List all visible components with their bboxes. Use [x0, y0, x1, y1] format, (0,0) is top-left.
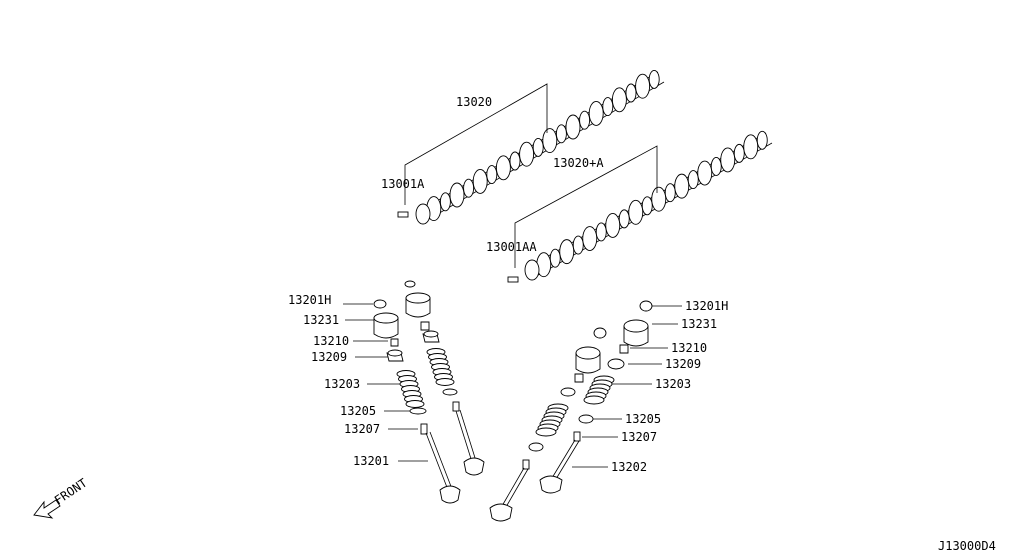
label-13205-left: 13205 [340, 404, 376, 418]
label-13231-right: 13231 [681, 317, 717, 331]
leader-lines [343, 83, 682, 468]
cam-lobe [618, 209, 630, 229]
cam-lobe [579, 110, 591, 130]
cam-lobe [635, 73, 651, 99]
label-13020: 13020 [456, 95, 492, 109]
left-valve-stack [373, 299, 461, 504]
cam-lobe [625, 83, 637, 103]
label-13202: 13202 [611, 460, 647, 474]
cam-lobe [756, 130, 768, 150]
label-13020-A: 13020+A [553, 156, 604, 170]
cam-lobe [439, 192, 451, 212]
cam-lobe [495, 155, 511, 181]
label-13205-right: 13205 [625, 412, 661, 426]
cam-lobe [486, 165, 498, 185]
cam-lobe [602, 97, 614, 117]
diagram-code: J13000D4 [938, 539, 996, 553]
cam-lobe [559, 239, 575, 265]
cam-lobe [509, 151, 521, 171]
right-valve-stack [539, 300, 653, 494]
spring-coil [535, 427, 557, 437]
part-labels: 13020 13001A 13020+A 13001AA 13201H 1323… [288, 95, 996, 553]
spring-coil [583, 395, 605, 405]
label-13207-right: 13207 [621, 430, 657, 444]
cam-lobe [710, 157, 722, 176]
spring-coil [405, 400, 425, 408]
camshaft-lower [507, 130, 773, 283]
cam-lobe [664, 183, 676, 203]
label-13201H-right: 13201H [685, 299, 728, 313]
cam-lobe [743, 134, 759, 160]
cam-lobe [532, 137, 544, 157]
cam-lobe [697, 160, 713, 186]
label-13209-right: 13209 [665, 357, 701, 371]
cam-lobe [449, 182, 465, 208]
cam-lobe [628, 199, 644, 225]
cam-lobe [687, 170, 699, 190]
left-valve-stack-2 [404, 280, 485, 476]
label-13207-left: 13207 [344, 422, 380, 436]
cam-lobe [463, 178, 475, 198]
cam-lobe [648, 69, 660, 89]
cam-lobe [549, 248, 561, 268]
label-13210-left: 13210 [313, 334, 349, 348]
cam-lobe [611, 87, 627, 113]
label-13001A: 13001A [381, 177, 425, 191]
spring-coil [435, 378, 455, 386]
front-label: FRONT [52, 476, 90, 508]
cam-lobe [519, 141, 535, 167]
label-13203-right: 13203 [655, 377, 691, 391]
cam-lobe [733, 143, 745, 163]
label-13001AA: 13001AA [486, 240, 537, 254]
cam-lobe [595, 222, 607, 242]
cam-lobe [572, 235, 584, 255]
cam-lobe [588, 100, 604, 126]
label-13201H-left: 13201H [288, 293, 331, 307]
cam-lobe [674, 173, 690, 199]
label-13203-left: 13203 [324, 377, 360, 391]
right-valve-stack-2 [489, 327, 607, 522]
label-13231-left: 13231 [303, 313, 339, 327]
cam-lobe [605, 212, 621, 238]
camshaft-upper [397, 69, 665, 225]
label-13210-right: 13210 [671, 341, 707, 355]
cam-lobe [472, 168, 488, 194]
cam-lobe [542, 128, 558, 154]
cam-lobe [565, 114, 581, 140]
label-13201: 13201 [353, 454, 389, 468]
label-13209-left: 13209 [311, 350, 347, 364]
cam-lobe [641, 196, 653, 216]
cam-lobe [555, 124, 567, 144]
front-arrow: FRONT [33, 476, 90, 519]
cam-lobe [720, 147, 736, 173]
cam-lobe [651, 186, 667, 212]
cam-lobe [582, 226, 598, 251]
